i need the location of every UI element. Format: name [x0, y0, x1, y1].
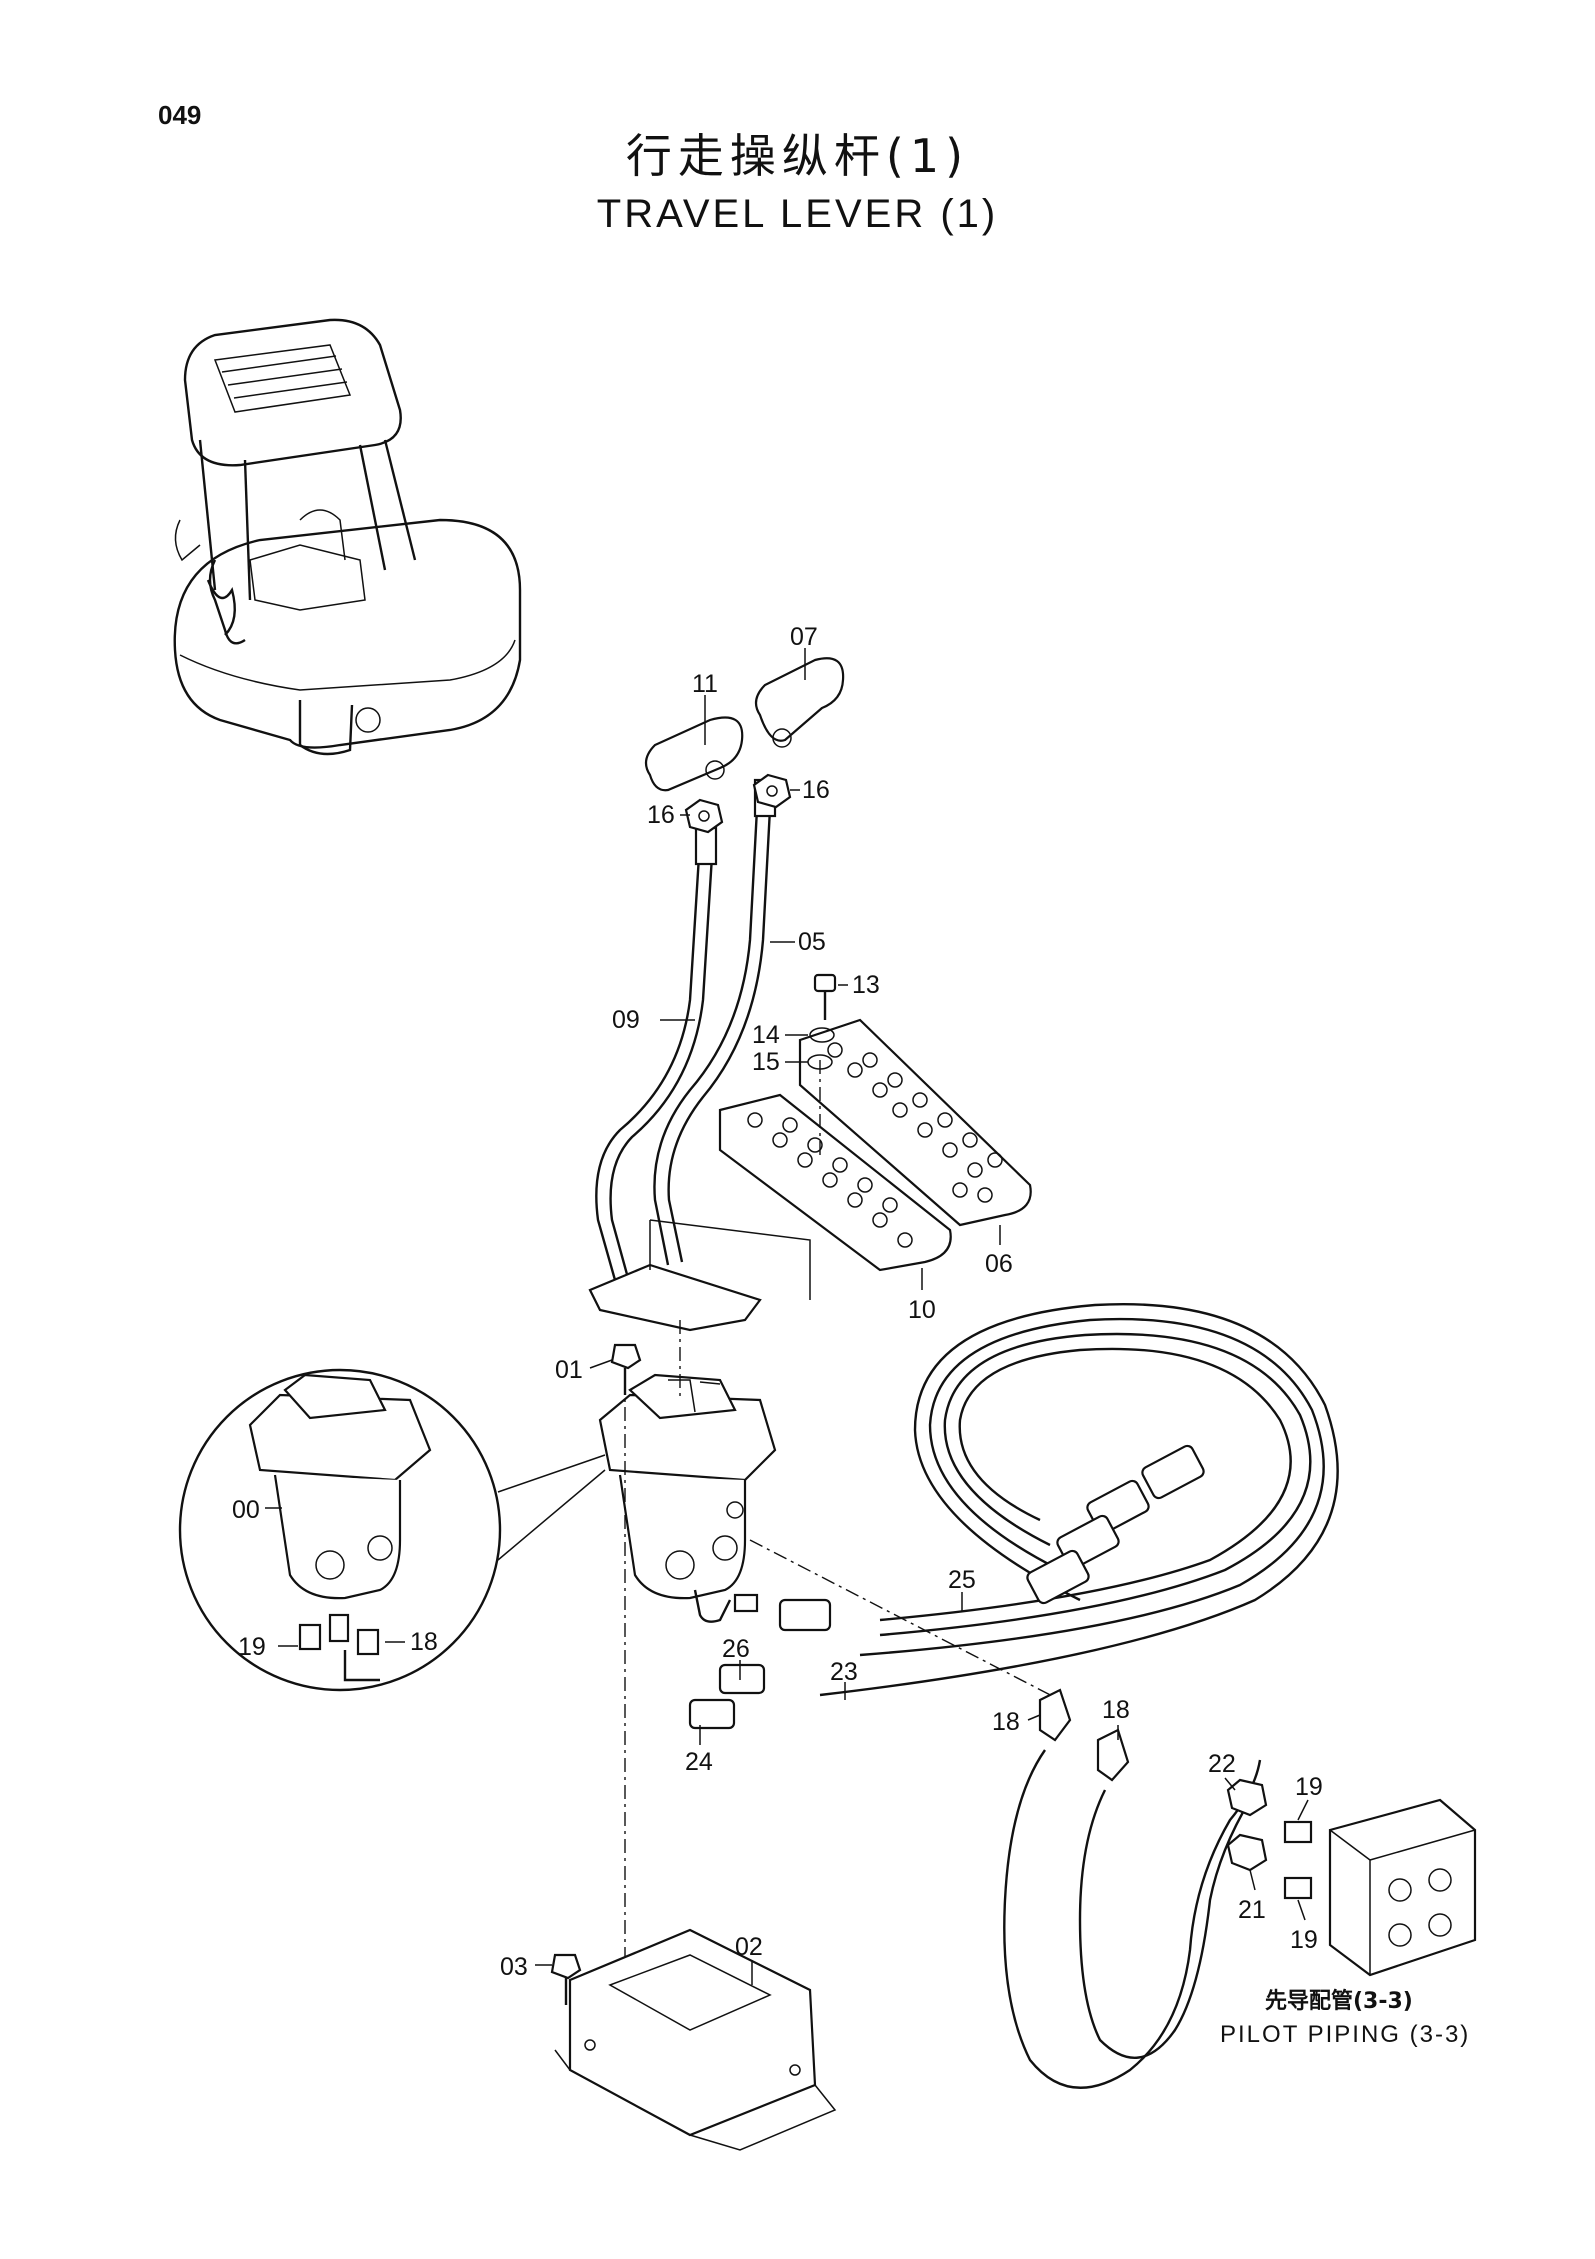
callout-19-upper: 19	[1295, 1773, 1323, 1801]
assembly-center-lines	[624, 1060, 1061, 1960]
callout-18-lower: 18	[992, 1708, 1020, 1736]
callout-13: 13	[852, 971, 880, 999]
hose-couplers	[688, 1444, 1205, 1730]
callout-00: 00	[232, 1496, 260, 1524]
callout-09: 09	[612, 1006, 640, 1034]
callout-22: 22	[1208, 1750, 1236, 1778]
pilot-valve-assembly	[598, 1373, 777, 1623]
reference-label-english: PILOT PIPING (3-3)	[1220, 2021, 1470, 2048]
lever-09	[595, 826, 718, 1281]
callout-21: 21	[1238, 1896, 1266, 1924]
pilot-piping-reference: 先导配管(3-3) PILOT PIPING (3-3)	[1220, 1988, 1470, 2048]
callout-10: 10	[908, 1296, 936, 1324]
lever-mount-bracket	[588, 1219, 811, 1332]
callout-02: 02	[735, 1933, 763, 1961]
bolt-03	[550, 1953, 582, 2005]
pilot-valve-inset-view	[178, 1368, 606, 1692]
travel-pedal-06	[798, 1018, 1032, 1227]
knob-07	[754, 657, 845, 748]
knob-11	[644, 716, 744, 792]
hose-bundle-25	[819, 1303, 1339, 1697]
title-chinese: 行走操纵杆(1)	[625, 129, 970, 183]
callout-24: 24	[685, 1748, 713, 1776]
callout-14: 14	[752, 1021, 780, 1049]
callout-25: 25	[948, 1566, 976, 1594]
callout-07: 07	[790, 623, 818, 651]
base-plate-02	[554, 1928, 837, 2151]
part-callouts: 07 11 16 16 05 13 09 14 15 06 10 01 00 2…	[232, 623, 1323, 1981]
page-number: 049	[158, 100, 202, 130]
callout-01: 01	[555, 1356, 583, 1384]
travel-pedal-10	[718, 1093, 952, 1272]
callout-05: 05	[798, 928, 826, 956]
callout-26: 26	[722, 1635, 750, 1663]
callout-23: 23	[830, 1658, 858, 1686]
callout-06: 06	[985, 1250, 1013, 1278]
callout-18-inset: 18	[410, 1628, 438, 1656]
callout-03: 03	[500, 1953, 528, 1981]
callout-19-lower: 19	[1290, 1926, 1318, 1954]
callout-16-right: 16	[802, 776, 830, 804]
title-english: TRAVEL LEVER (1)	[596, 192, 999, 236]
callout-15: 15	[752, 1048, 780, 1076]
callout-18-upper: 18	[1102, 1696, 1130, 1724]
callout-16-left: 16	[647, 801, 675, 829]
callout-11: 11	[692, 670, 718, 698]
reference-label-chinese: 先导配管(3-3)	[1265, 1988, 1413, 2014]
nut-16-left	[684, 798, 724, 834]
machine-overview-illustration	[173, 318, 522, 756]
nut-16-right	[752, 773, 792, 809]
callout-19-inset: 19	[238, 1633, 266, 1661]
callout-leader-lines	[265, 648, 1309, 1985]
pilot-manifold-block	[1226, 1778, 1477, 1977]
fitting-18-and-hoses	[1003, 1688, 1262, 2089]
